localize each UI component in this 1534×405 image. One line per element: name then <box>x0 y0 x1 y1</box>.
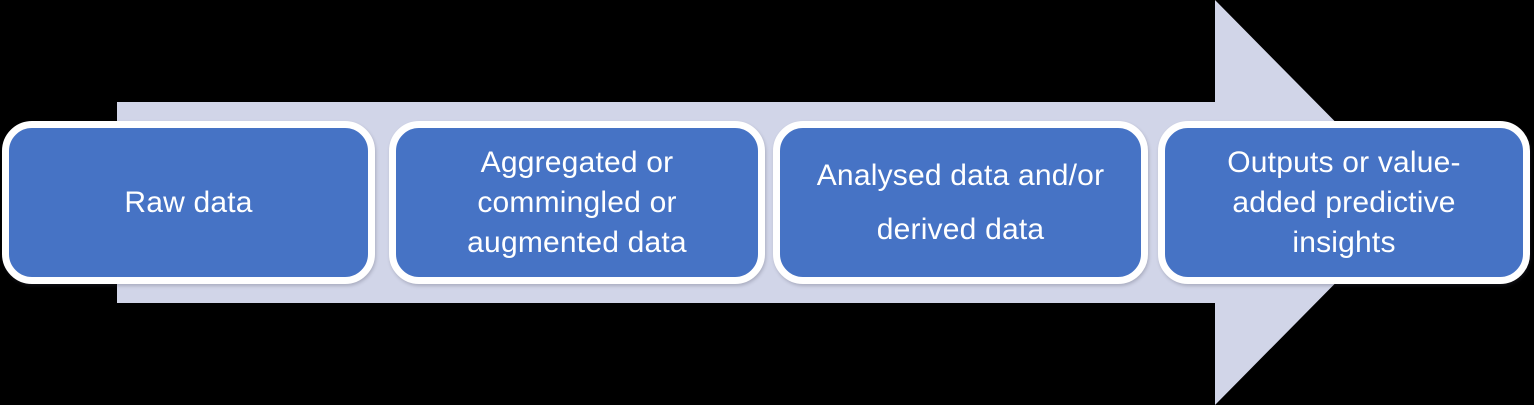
stage-label-line: Aggregated or <box>480 145 674 179</box>
stage-box-analysed-data: Analysed data and/or derived data <box>773 121 1148 284</box>
right-arrow-shape <box>117 0 1415 405</box>
stage-box-aggregated-data: Aggregated or commingled or augmented da… <box>389 121 765 284</box>
stage-label-line: derived data <box>876 212 1045 246</box>
stage-box-raw-data: Raw data <box>2 121 375 284</box>
stage-label-line: added predictive <box>1232 185 1456 219</box>
stage-label-line: Raw data <box>124 185 253 219</box>
stage-label-line: Analysed data and/or <box>816 158 1105 192</box>
stage-label-line: insights <box>1292 225 1396 259</box>
stage-label-line: Outputs or value- <box>1227 145 1461 179</box>
stage-label-line: commingled or <box>477 185 677 219</box>
stage-box-outputs-insights: Outputs or value- added predictive insig… <box>1158 121 1530 284</box>
stage-label-line: augmented data <box>467 225 687 259</box>
